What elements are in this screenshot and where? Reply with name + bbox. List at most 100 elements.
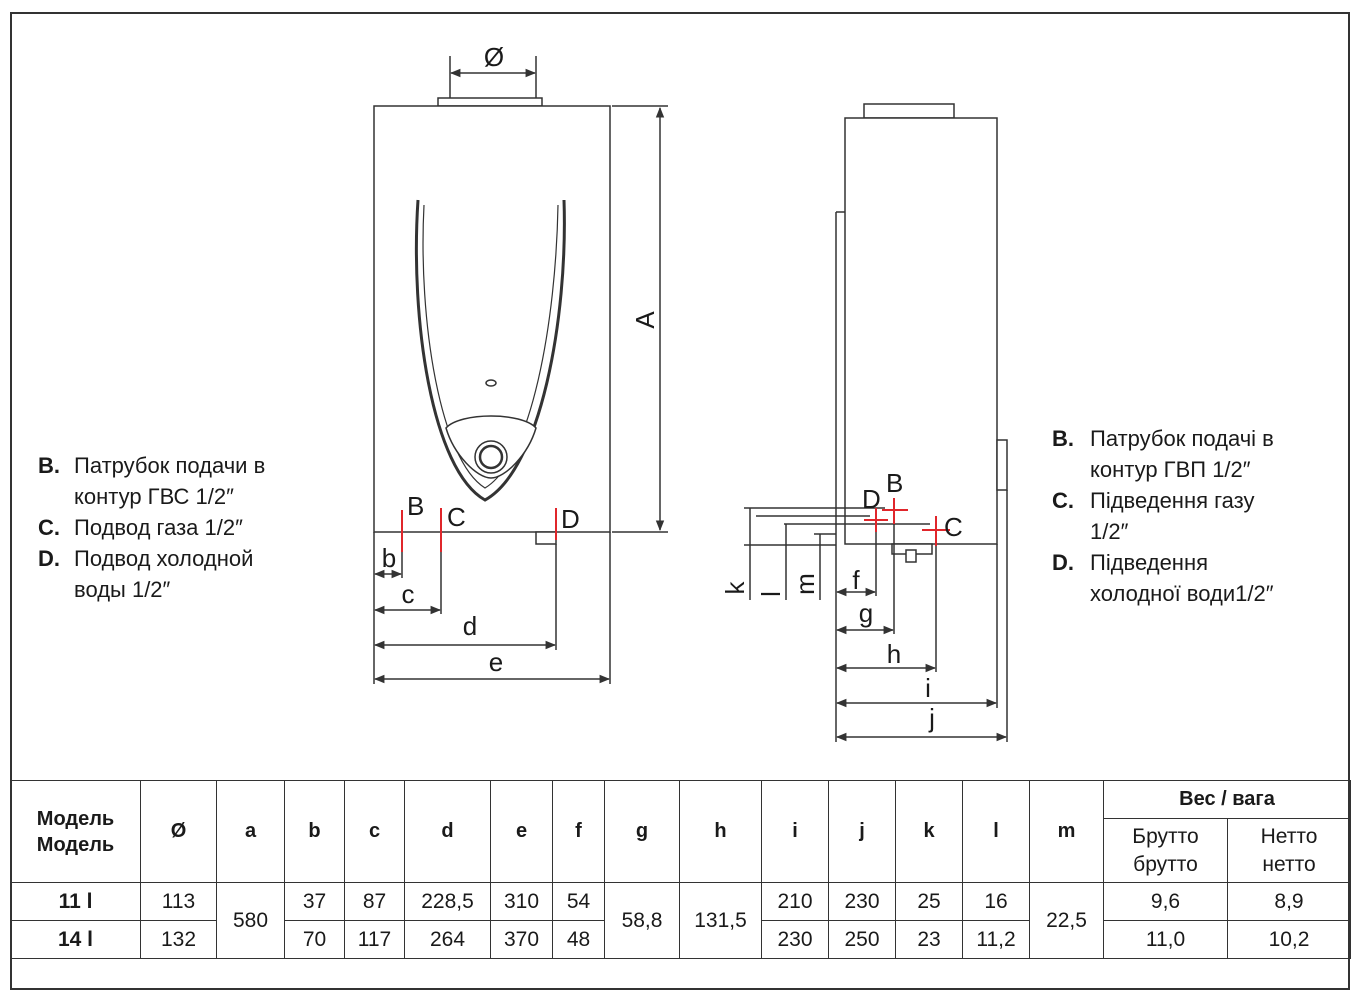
side-knob [996,439,1008,491]
control-knob-inner [478,444,504,470]
legend-key: D. [38,546,60,571]
header-col: j [828,780,896,883]
header-col: h [679,780,762,883]
label-C-front: C [447,502,466,532]
header-col: f [552,780,605,883]
header-col: l [962,780,1030,883]
cell-shared: 22,5 [1029,882,1104,959]
legend-text: Підведення газу 1/2″ [1090,488,1255,544]
cell: 113 [140,882,217,921]
cell: 54 [552,882,605,921]
cell: 25 [895,882,963,921]
header-col: Ø [140,780,217,883]
cell: 210 [761,882,829,921]
front-view [373,56,668,684]
cell: 70 [284,920,345,959]
front-panel-inner [422,204,559,489]
table-row: 11 l 113 580 37 87 228,5 310 54 58,8 131… [10,882,1352,959]
label-b: b [382,543,396,573]
front-labels: Ø A B C D b c d e [382,42,660,677]
label-e: e [489,647,503,677]
technical-drawing: Ø A B C D b c d e [373,42,1008,742]
legend-right-item-b: B. Патрубок подачі в контур ГВП 1/2″ [1052,423,1352,485]
cell: 8,9 [1226,882,1352,921]
table-row: 14 l 132 70 117 264 370 48 230 250 23 11… [10,920,1352,959]
legend-left-item-c: C. Подвод газа 1/2″ [38,512,338,543]
label-m: m [790,573,820,595]
label-i: i [925,673,931,703]
heater-body-side [844,117,998,545]
label-B-side: B [886,468,903,498]
header-col: m [1029,780,1104,883]
legend-text: Патрубок подачи в контур ГВС 1/2″ [74,453,266,509]
cell: 117 [344,920,405,959]
header-col: d [404,780,491,883]
legend-key: B. [1052,426,1074,451]
header-model: Модель Модель [10,780,141,883]
side-labels: B D C k l m f g h i j [720,468,963,733]
legend-left-item-b: B. Патрубок подачи в контур ГВС 1/2″ [38,450,338,512]
cell: 16 [962,882,1030,921]
legend-text: Подвод газа 1/2″ [74,515,243,540]
cell: 11,2 [962,920,1030,959]
cell: 228,5 [404,882,491,921]
header-net: Нетто нетто [1226,818,1352,883]
label-D-front: D [561,504,580,534]
legend-key: D. [1052,550,1074,575]
cell: 23 [895,920,963,959]
label-j: j [928,703,935,733]
cell: 230 [761,920,829,959]
legend-text: Підведення холодної води1/2″ [1090,550,1274,606]
cell: 87 [344,882,405,921]
outer-frame [10,12,1350,990]
label-l: l [756,591,786,597]
label-c: c [402,579,415,609]
label-C-side: C [944,512,963,542]
cold-water-fitting [535,531,557,545]
side-view [744,103,1008,742]
dimensions-table: Модель Модель Ø a b c d e f g h i j k l … [10,780,1352,959]
legend-right-item-c: C. Підведення газу 1/2″ [1052,485,1352,547]
cell: 310 [490,882,553,921]
cell: 9,6 [1103,882,1228,921]
label-A: A [630,311,660,329]
cell: 10,2 [1226,920,1352,959]
label-dia: Ø [484,42,504,72]
header-col: k [895,780,963,883]
front-connection-markers [401,508,557,552]
legend-left: B. Патрубок подачи в контур ГВС 1/2″ C. … [38,450,338,605]
legend-left-item-d: D. Подвод холодной воды 1/2″ [38,543,338,605]
header-col: c [344,780,405,883]
cell-shared: 58,8 [604,882,680,959]
label-D-side: D [862,484,881,514]
side-flue-collar [863,103,955,119]
legend-right-item-d: D. Підведення холодної води1/2″ [1052,547,1352,609]
indicator-light [485,379,497,387]
side-connection-markers [864,498,950,546]
legend-right: B. Патрубок подачі в контур ГВП 1/2″ C. … [1052,423,1352,609]
header-col: i [761,780,829,883]
header-col: e [490,780,553,883]
label-f: f [852,565,860,595]
label-g: g [859,598,873,628]
label-B-front: B [407,491,424,521]
header-col: g [604,780,680,883]
cell-shared: 580 [216,882,285,959]
cell-model: 14 l [10,920,141,959]
legend-key: B. [38,453,60,478]
cell: 132 [140,920,217,959]
cell-model: 11 l [10,882,141,921]
cell: 48 [552,920,605,959]
legend-text: Патрубок подачі в контур ГВП 1/2″ [1090,426,1274,482]
cell-shared: 131,5 [679,882,762,959]
header-col: a [216,780,285,883]
legend-key: C. [38,515,60,540]
front-panel-outline [414,199,566,502]
cell: 230 [828,882,896,921]
cell: 37 [284,882,345,921]
legend-text: Подвод холодной воды 1/2″ [74,546,254,602]
label-d: d [463,611,477,641]
cell: 250 [828,920,896,959]
header-weight: Вес / вага [1102,780,1352,819]
cell: 264 [404,920,491,959]
